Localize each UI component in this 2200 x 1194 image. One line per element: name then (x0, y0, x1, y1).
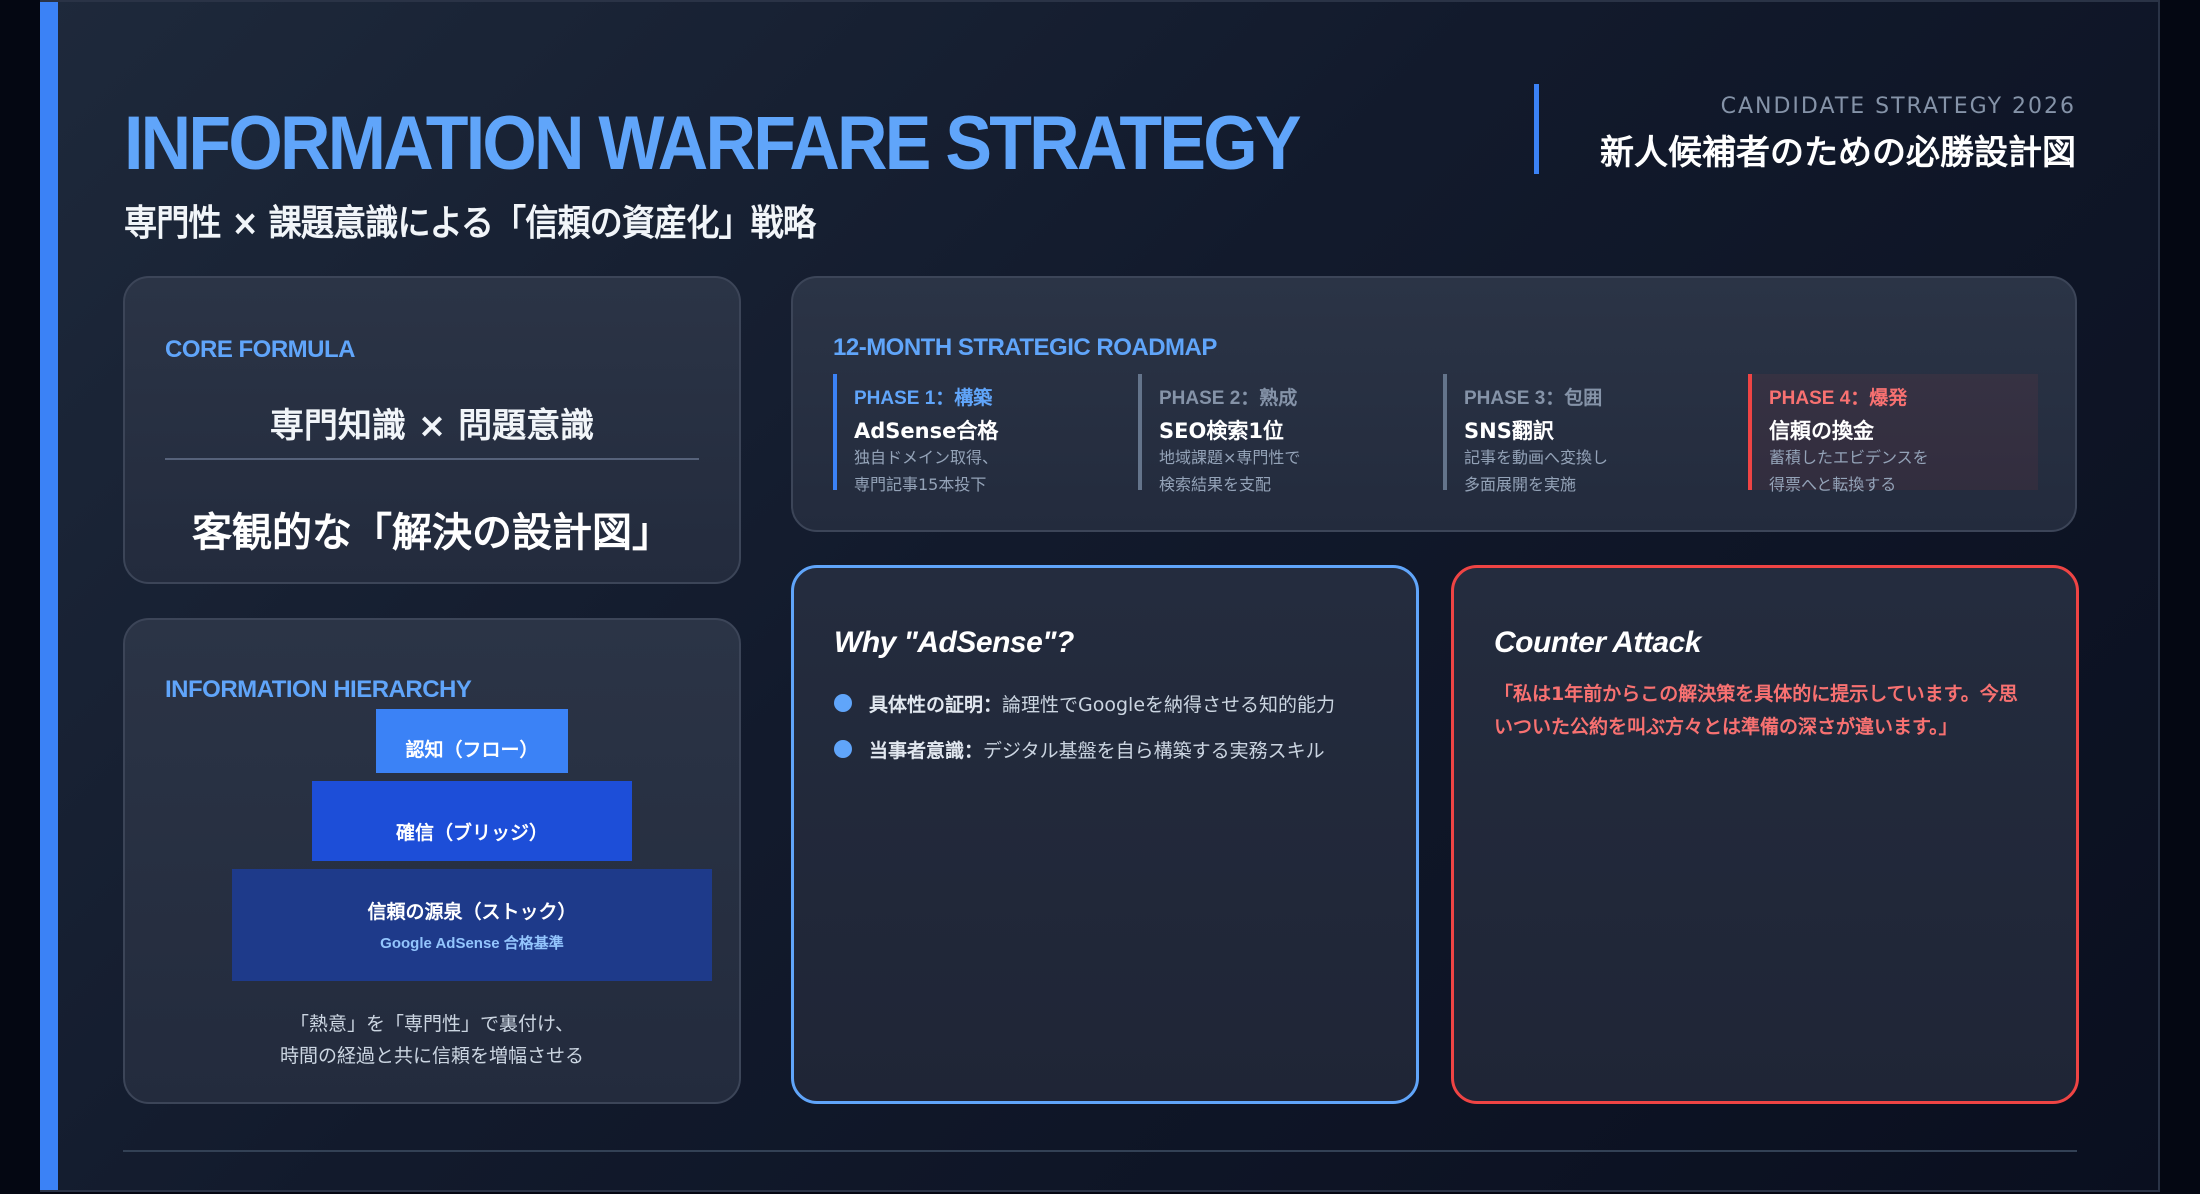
caption-line: 時間の経過と共に信頼を増幅させる (279, 1045, 584, 1067)
bullet-dot-icon (834, 694, 852, 712)
phase-desc: 得票へと転換する (1769, 475, 1897, 494)
core-formula-card: CORE FORMULA 専門知識 × 問題意識 客観的な「解決の設計図」 (123, 276, 741, 584)
footer-divider (123, 1150, 2077, 1152)
phase-desc: 地域課題×専門性で (1159, 448, 1301, 467)
pyramid-level-conviction: 確信（ブリッジ） (312, 781, 632, 861)
page-title: INFORMATION WARFARE STRATEGY (124, 101, 1302, 186)
pyramid-level-label: 信頼の源泉（ストック） (367, 901, 577, 923)
list-item: 当事者意識： デジタル基盤を自ら構築する実務スキル (834, 726, 1335, 772)
phase-desc: 蓄積したエビデンスを (1769, 448, 1929, 467)
phase-title: 信頼の換金 (1769, 419, 1874, 443)
phase-title: SNS翻訳 (1464, 419, 1554, 443)
list-item-text: デジタル基盤を自ら構築する実務スキル (983, 739, 1325, 762)
pyramid-level-awareness: 認知（フロー） (376, 709, 568, 773)
roadmap-phases: PHASE 1：構築 AdSense合格 独自ドメイン取得、 専門記事15本投下… (833, 374, 2038, 494)
counter-attack-card: Counter Attack 「私は1年前からこの解決策を具体的に提示しています… (1451, 565, 2079, 1104)
header-eyebrow: CANDIDATE STRATEGY 2026 (1720, 94, 2076, 119)
information-hierarchy-card: INFORMATION HIERARCHY 認知（フロー） 確信（ブリッジ） 信… (123, 618, 741, 1104)
list-item-text: 論理性でGoogleを納得させる知的能力 (1002, 693, 1336, 716)
phase-3: PHASE 3：包囲 SNS翻訳 記事を動画へ変換し 多面展開を実施 (1443, 374, 1733, 494)
core-formula-result: 客観的な「解決の設計図」 (192, 510, 672, 556)
pyramid-level-label: 認知（フロー） (405, 738, 539, 761)
why-adsense-list: 具体性の証明： 論理性でGoogleを納得させる知的能力 当事者意識： デジタル… (834, 680, 1335, 772)
list-item-heading: 具体性の証明： (869, 693, 1003, 716)
phase-desc: 独自ドメイン取得、 (854, 448, 999, 467)
accent-bar (40, 2, 58, 1190)
roadmap-label: 12-MONTH STRATEGIC ROADMAP (833, 334, 1217, 361)
pyramid-level-label: 確信（ブリッジ） (395, 821, 548, 844)
phase-4: PHASE 4：爆発 信頼の換金 蓄積したエビデンスを 得票へと転換する (1748, 374, 2038, 494)
hierarchy-caption: 「熱意」を「専門性」で裏付け、 時間の経過と共に信頼を増幅させる (125, 1008, 739, 1072)
phase-1: PHASE 1：構築 AdSense合格 独自ドメイン取得、 専門記事15本投下 (833, 374, 1123, 494)
core-formula-equation: 専門知識 × 問題意識 (165, 404, 699, 460)
phase-2: PHASE 2：熟成 SEO検索1位 地域課題×専門性で 検索結果を支配 (1138, 374, 1428, 494)
pyramid-level-sublabel: Google AdSense 合格基準 (380, 935, 564, 952)
why-adsense-card: Why "AdSense"? 具体性の証明： 論理性でGoogleを納得させる知… (791, 565, 1419, 1104)
caption-line: 「熱意」を「専門性」で裏付け、 (289, 1013, 575, 1035)
list-item-heading: 当事者意識： (869, 739, 984, 762)
phase-desc: 検索結果を支配 (1159, 475, 1272, 494)
pyramid-level-trust-source: 信頼の源泉（ストック） Google AdSense 合格基準 (232, 869, 712, 981)
hierarchy-label: INFORMATION HIERARCHY (165, 676, 472, 703)
header-heading: 新人候補者のための必勝設計図 (1600, 133, 2076, 173)
roadmap-card: 12-MONTH STRATEGIC ROADMAP PHASE 1：構築 Ad… (791, 276, 2077, 532)
phase-desc: 多面展開を実施 (1464, 475, 1577, 494)
phase-desc: 専門記事15本投下 (854, 475, 987, 494)
list-item: 具体性の証明： 論理性でGoogleを納得させる知的能力 (834, 680, 1335, 726)
phase-title: SEO検索1位 (1159, 419, 1284, 443)
bullet-dot-icon (834, 740, 852, 758)
counter-attack-quote: 「私は1年前からこの解決策を具体的に提示しています。今思いついた公約を叫ぶ方々と… (1494, 683, 2018, 738)
slide: INFORMATION WARFARE STRATEGY 専門性 × 課題意識に… (40, 0, 2160, 1192)
phase-title: AdSense合格 (854, 419, 999, 443)
core-formula-label: CORE FORMULA (165, 336, 355, 363)
phase-label: PHASE 1：構築 (854, 388, 993, 409)
page-subtitle: 専門性 × 課題意識による「信頼の資産化」戦略 (124, 203, 816, 244)
phase-desc: 記事を動画へ変換し (1464, 448, 1609, 467)
header-tagline: CANDIDATE STRATEGY 2026 新人候補者のための必勝設計図 (1534, 84, 2076, 174)
why-adsense-title: Why "AdSense"? (834, 626, 1074, 659)
phase-label: PHASE 2：熟成 (1159, 388, 1298, 409)
phase-label: PHASE 4：爆発 (1769, 388, 1908, 409)
counter-attack-title: Counter Attack (1494, 626, 1701, 659)
phase-label: PHASE 3：包囲 (1464, 388, 1603, 409)
